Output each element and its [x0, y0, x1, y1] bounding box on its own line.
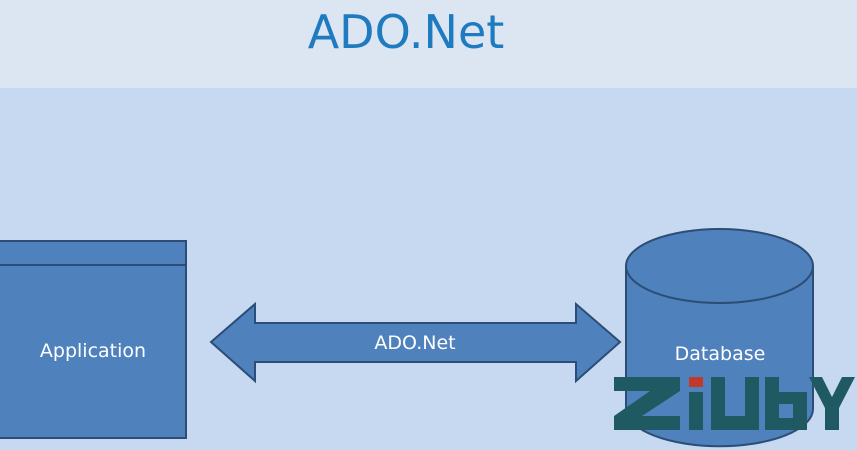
title-band [0, 0, 857, 88]
ziuby-watermark-logo [614, 377, 855, 430]
database-label: Database [674, 343, 766, 365]
page-title: ADO.Net [307, 5, 505, 59]
application-label: Application [39, 340, 147, 362]
application-box [0, 240, 187, 439]
connector-label: ADO.Net [374, 332, 456, 354]
database-top [625, 228, 814, 304]
double-arrow [209, 301, 622, 384]
